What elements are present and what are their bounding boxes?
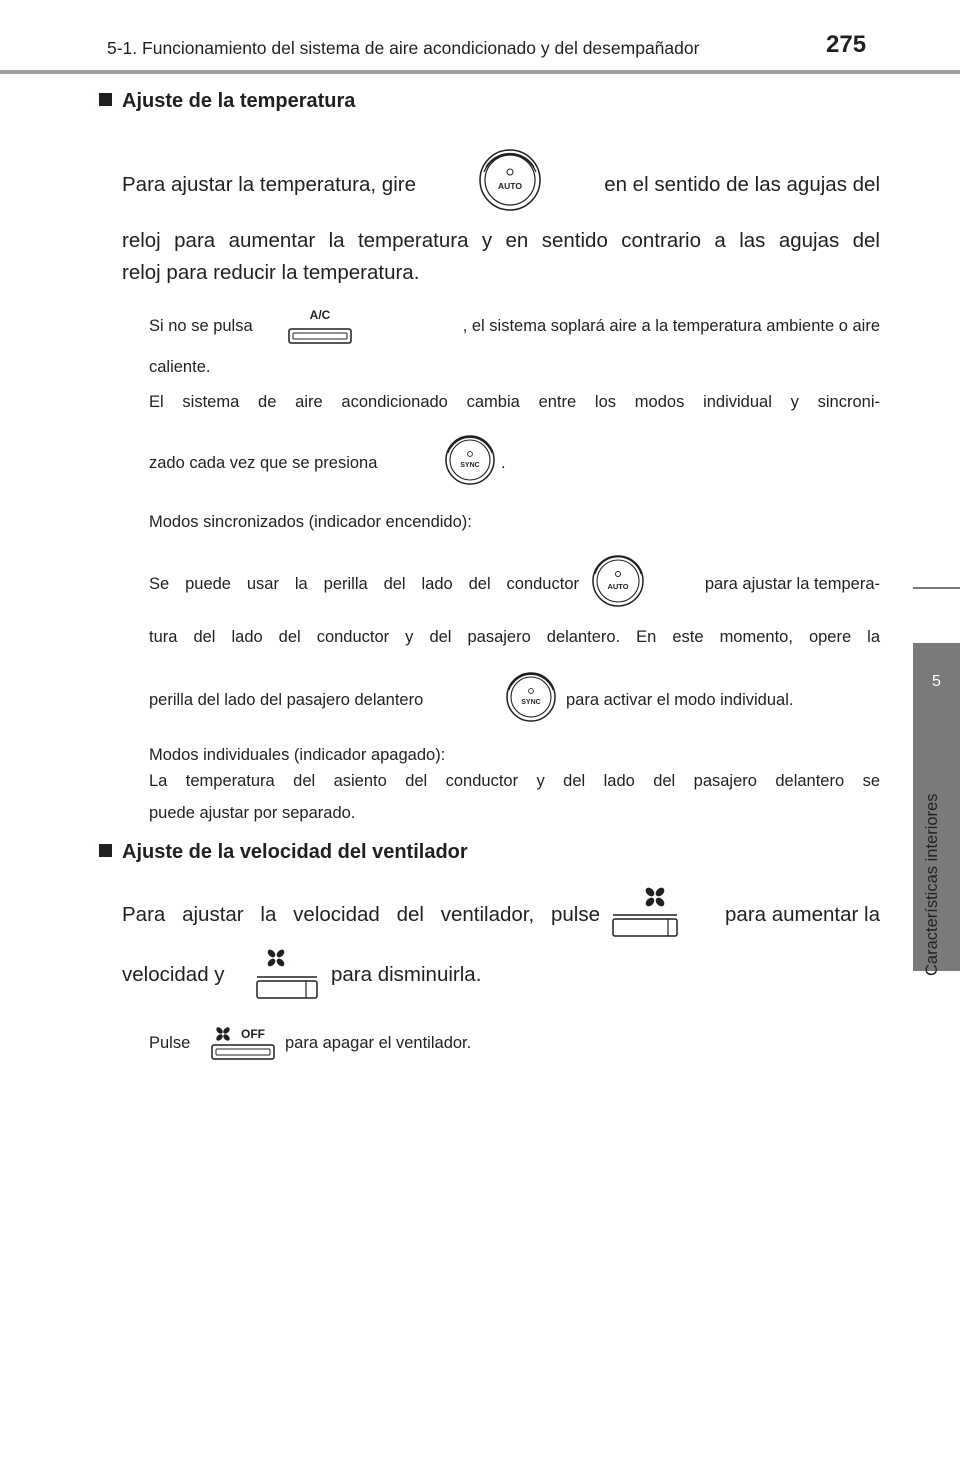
- heading-bullet-icon: [99, 844, 112, 857]
- sync-knob-label: SYNC: [521, 699, 540, 706]
- note4-c: tura del lado del conductor y del pasaje…: [149, 628, 880, 646]
- note3: Modos sincronizados (indicador encendido…: [149, 513, 472, 531]
- ac-button-label: A/C: [310, 308, 331, 322]
- note4-a: Se puede usar la perilla del lado del co…: [149, 575, 579, 593]
- auto-knob-icon: AUTO: [592, 555, 644, 607]
- note1-b: , el sistema soplará aire a la temperatu…: [462, 317, 880, 335]
- temp-para-line1-b: en el sentido de las agujas del: [604, 173, 880, 196]
- fan-note-a: Pulse: [149, 1034, 191, 1052]
- fan-para-line1-b: para aumentar la: [725, 903, 880, 926]
- section-heading-temperature: Ajuste de la temperatura: [99, 90, 355, 113]
- sync-knob-label: SYNC: [460, 462, 479, 469]
- page-header-title: 5-1. Funcionamiento del sistema de aire …: [107, 38, 700, 58]
- chapter-number: 5: [932, 673, 941, 690]
- temp-para-line1-a: Para ajustar la temperatura, gire: [122, 173, 416, 196]
- note2-c: .: [501, 454, 506, 472]
- sync-knob-icon: SYNC: [506, 672, 556, 722]
- fan-para-line2-b: para disminuirla.: [331, 963, 482, 986]
- note6-b: puede ajustar por separado.: [149, 804, 356, 822]
- note1-c: caliente.: [149, 358, 211, 376]
- side-tab-divider: [913, 587, 960, 589]
- fan-para-line1-a: Para ajustar la velocidad del ventilador…: [122, 903, 600, 926]
- fan-para-line2-a: velocidad y: [122, 963, 225, 986]
- note4-e: para activar el modo individual.: [566, 691, 794, 709]
- heading-text: Ajuste de la velocidad del ventilador: [122, 841, 468, 863]
- note4-b: para ajustar la tempera-: [704, 575, 880, 593]
- temp-para-line3: reloj para reducir la temperatura.: [122, 261, 420, 284]
- heading-text: Ajuste de la temperatura: [122, 90, 356, 112]
- note2-a: El sistema de aire acondicionado cambia …: [149, 393, 880, 411]
- note4-d: perilla del lado del pasajero delantero: [149, 691, 424, 709]
- note1-a: Si no se pulsa: [149, 317, 253, 335]
- auto-knob-icon: AUTO: [479, 149, 541, 211]
- auto-knob-label: AUTO: [607, 582, 628, 591]
- sync-knob-icon: SYNC: [445, 435, 495, 485]
- auto-knob-label: AUTO: [498, 181, 522, 191]
- ac-button-icon: A/C: [288, 308, 352, 344]
- fan-down-button-icon: [256, 949, 318, 999]
- fan-off-button-icon: OFF: [211, 1027, 275, 1060]
- heading-bullet-icon: [99, 93, 112, 106]
- section-heading-fan: Ajuste de la velocidad del ventilador: [99, 841, 468, 864]
- fan-note-b: para apagar el ventilador.: [285, 1034, 472, 1052]
- page-number: 275: [826, 31, 867, 58]
- header-rule: [0, 70, 960, 74]
- note5: Modos individuales (indicador apagado):: [149, 746, 446, 764]
- fan-off-label: OFF: [241, 1027, 265, 1041]
- chapter-tab: 5: [913, 643, 960, 971]
- fan-up-button-icon: [612, 887, 678, 937]
- chapter-label: Características interiores: [923, 793, 941, 976]
- note2-b: zado cada vez que se presiona: [149, 454, 378, 472]
- temp-para-line2: reloj para aumentar la temperatura y en …: [122, 229, 880, 252]
- note6-a: La temperatura del asiento del conductor…: [149, 772, 880, 790]
